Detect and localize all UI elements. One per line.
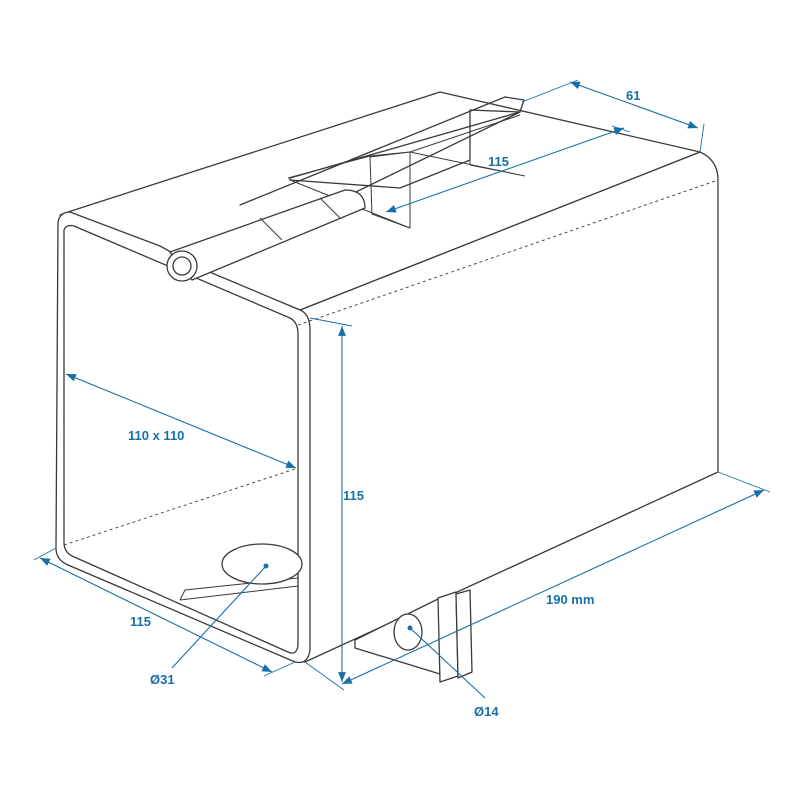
label-d31: Ø31 — [150, 672, 175, 687]
dim-110-line — [65, 373, 297, 469]
dim-190-line — [341, 489, 765, 685]
label-61: 61 — [626, 88, 640, 103]
label-115-depth: 115 — [130, 614, 151, 629]
leader-14 — [409, 627, 486, 699]
box-body — [55, 91, 719, 664]
label-190mm: 190 mm — [546, 592, 594, 607]
hinge — [169, 189, 366, 281]
label-d14: Ø14 — [474, 704, 499, 719]
dim-115-depth-line — [39, 557, 273, 673]
leader-31 — [171, 565, 267, 669]
label-115-height: 115 — [343, 488, 364, 503]
dim-61-line — [569, 81, 699, 129]
dimension-labels: 61 115 110 x 110 115 190 mm 115 Ø31 Ø14 — [128, 88, 640, 719]
label-115-top: 115 — [488, 154, 509, 169]
dimension-lines — [33, 79, 771, 699]
large-hole — [221, 543, 303, 585]
label-110x110: 110 x 110 — [128, 428, 184, 443]
dim-115-top-line — [385, 127, 625, 213]
dim-61-extension — [521, 79, 579, 103]
